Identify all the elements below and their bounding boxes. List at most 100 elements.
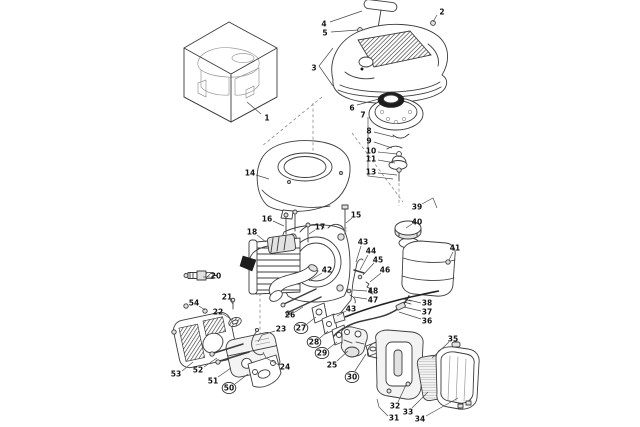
ignition-coil-18 (239, 234, 297, 272)
leader-line-22-19 (222, 313, 232, 320)
leader-line-36-35 (398, 311, 422, 320)
leader-line-23-20 (257, 330, 276, 343)
part-label-44: 44 (366, 247, 376, 256)
part-label-5: 5 (322, 29, 327, 38)
leader-line-7-6 (367, 117, 394, 180)
part-label-38: 38 (422, 299, 432, 308)
part-label-7: 7 (360, 111, 365, 120)
carburetor-25 (340, 326, 368, 358)
part-label-35: 35 (448, 335, 458, 344)
part-label-41: 41 (450, 244, 460, 253)
part-label-43: 43 (346, 305, 356, 314)
leader-line-3-2 (318, 47, 334, 87)
fuel-filter-37 (395, 302, 406, 311)
governor-linkage (332, 258, 440, 324)
governor-spring (344, 290, 440, 318)
leader-line-37-34 (403, 306, 422, 312)
leader-line-41-38 (448, 251, 454, 261)
leader-line-34-31 (425, 397, 459, 417)
leader-line-33-30 (411, 391, 429, 409)
head-bolts-16 (283, 209, 298, 235)
spark-plug (183, 270, 218, 281)
part-label-31: 31 (389, 414, 399, 423)
part-label-39: 39 (412, 203, 422, 212)
leader-line-43-46 (336, 310, 347, 317)
leader-line-15-13 (345, 217, 353, 224)
part-label-10: 10 (366, 147, 376, 156)
part-label-16: 16 (262, 215, 272, 224)
label-circle-28 (306, 335, 322, 349)
part-label-42: 42 (322, 266, 332, 275)
part-label-47: 47 (368, 296, 378, 305)
leader-line-52-49 (203, 357, 218, 368)
leader-line-31-28 (376, 398, 389, 417)
part-label-50: 50 (224, 384, 234, 393)
muffler-heat-shield (173, 311, 237, 369)
leader-line-46-43 (369, 272, 382, 283)
exhaust-pipe (268, 264, 319, 302)
part-label-28: 28 (309, 338, 319, 347)
part-label-6: 6 (349, 104, 354, 113)
leader-line-45-42 (362, 262, 375, 276)
recoil-pulley (368, 92, 424, 131)
part-label-46: 46 (380, 266, 390, 275)
exhaust-gasket-22 (228, 317, 242, 327)
leader-line-8-7 (373, 131, 395, 138)
part-label-27: 27 (296, 324, 306, 333)
leader-line-53-50 (181, 361, 194, 372)
leader-line-5-4 (330, 29, 359, 33)
leader-line-29-26 (327, 341, 338, 350)
leader-line-39-36 (421, 197, 438, 209)
part-label-53: 53 (171, 370, 181, 379)
part-label-15: 15 (351, 211, 361, 220)
leader-line-38-33 (408, 299, 422, 304)
stud-15 (341, 204, 349, 235)
part-label-9: 9 (366, 137, 371, 146)
part-label-32: 32 (390, 402, 400, 411)
part-label-43: 43 (358, 238, 368, 247)
part-label-37: 37 (422, 308, 432, 317)
part-label-2: 2 (439, 8, 444, 17)
leader-line-21-18 (229, 299, 234, 305)
part-label-26: 26 (285, 311, 295, 320)
leader-line-6-5 (356, 98, 380, 106)
muffler-bolts-52 (209, 343, 250, 365)
label-circle-29 (314, 346, 330, 360)
fuel-cap-40 (394, 220, 422, 240)
part-label-22: 22 (213, 308, 223, 317)
leader-line-9-8 (373, 141, 393, 149)
leader-line-10-9 (377, 151, 398, 155)
leader-line-4-3 (329, 10, 363, 23)
spark-plug-boot (239, 255, 257, 272)
intake-studs-26 (280, 288, 322, 316)
screw-21 (230, 297, 236, 310)
part-label-18: 18 (247, 228, 257, 237)
blower-housing (256, 140, 351, 220)
bolt-17 (305, 222, 311, 243)
base-screw-32 (386, 388, 392, 394)
part-label-30: 30 (347, 373, 357, 382)
shield-screws-54 (171, 303, 208, 335)
leader-line-18-16 (256, 234, 267, 243)
leader-line-42-39 (308, 272, 323, 282)
part-label-40: 40 (412, 218, 422, 227)
leader-line-32-29 (397, 384, 407, 403)
part-label-3: 3 (311, 64, 316, 73)
part-label-33: 33 (403, 408, 413, 417)
leader-line-54-51 (198, 305, 206, 311)
leader-line-13-11 (377, 172, 398, 176)
tank-screw-41 (445, 259, 451, 265)
part-label-17: 17 (315, 223, 325, 232)
label-circle-30 (344, 370, 360, 384)
leader-line-43-40 (355, 245, 362, 263)
leader-line-28-25 (319, 330, 329, 339)
part-label-21: 21 (222, 293, 232, 302)
engine-cover (331, 23, 448, 104)
leader-line-26-23 (294, 306, 304, 313)
leader-line-50-47 (234, 373, 249, 385)
hose-clamp-38 (403, 298, 412, 305)
part-label-24: 24 (280, 363, 290, 372)
leader-line-11-10 (377, 159, 396, 164)
